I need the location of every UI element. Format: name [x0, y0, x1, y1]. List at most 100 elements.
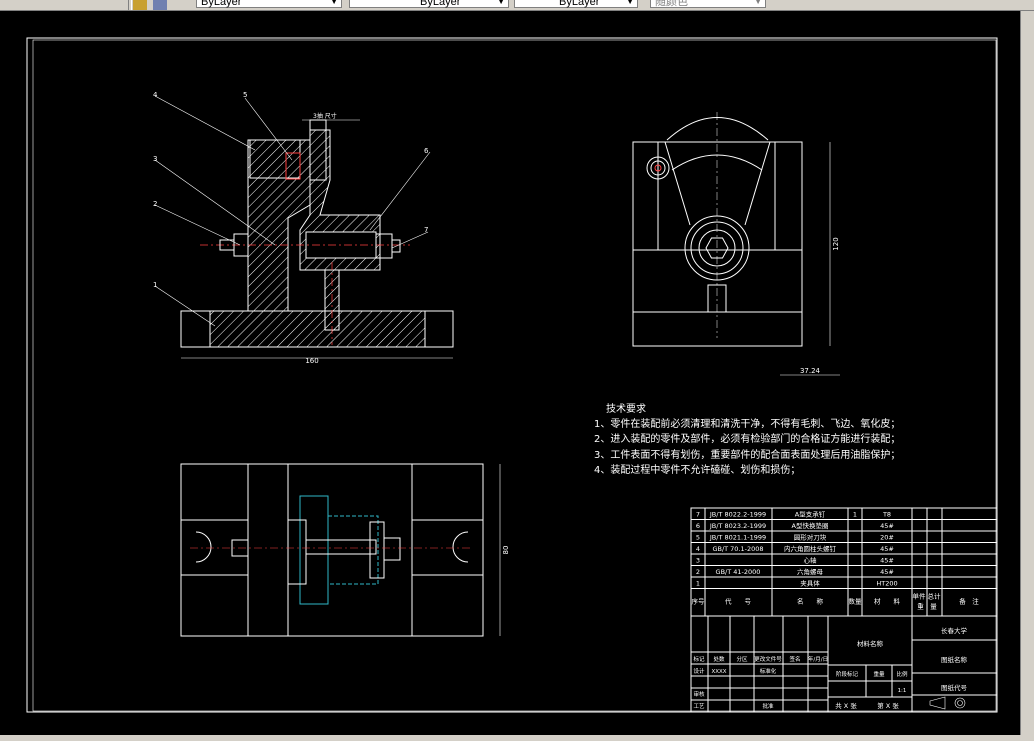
washer-outer — [684, 215, 750, 281]
hex-nut — [705, 237, 729, 259]
bom-header-name: 名 称 — [797, 597, 824, 606]
tech-req-line-3: 3、工件表面不得有划伤，重要部件的配合面表面处理后用油脂保护； — [594, 448, 900, 461]
washer-mid — [690, 221, 744, 275]
side-taper — [664, 141, 771, 226]
leader-7 — [391, 231, 429, 249]
material-label: 材料名称 — [857, 639, 884, 648]
side-arc-outer — [666, 117, 769, 141]
part-label-7: 7 — [424, 226, 428, 234]
bom-row-material: 45# — [880, 522, 894, 530]
leader-2 — [154, 204, 241, 246]
layer-states-icon[interactable] — [133, 0, 147, 10]
tech-req-title: 技术要求 — [606, 402, 646, 415]
u-slot-right — [452, 531, 469, 563]
u-slot-left — [195, 531, 212, 563]
lineweight-value: ByLayer — [559, 0, 600, 8]
bom-header-qty: 数量 — [849, 597, 863, 606]
layers-icon[interactable] — [153, 0, 167, 10]
lineweight-select[interactable]: ByLayer▼ — [514, 0, 638, 8]
mark-label: 标记 — [693, 655, 705, 663]
bom-row-qty: 1 — [853, 511, 857, 519]
bom-row-no: 5 — [696, 534, 700, 542]
annotation-text: 3抽 尺寸 — [313, 112, 337, 120]
washer-inner — [698, 229, 736, 267]
color-select[interactable]: ByLayer ▼ — [196, 0, 342, 8]
chevron-down-icon: ▼ — [754, 0, 762, 6]
bom-row-material: 45# — [880, 545, 894, 553]
tech-req-line-1: 1、零件在装配前必须清理和清洗干净，不得有毛刺、飞边、氧化皮； — [594, 417, 900, 430]
toolbar-separator — [128, 0, 132, 10]
plan-nut — [383, 537, 401, 561]
bom-header-material: 材 料 — [874, 597, 901, 606]
linetype-value: ByLayer — [420, 0, 461, 8]
plan-height-dim-text: 80 — [502, 546, 510, 555]
count-label: 处数 — [713, 655, 725, 663]
bom-row-code: JB/T 8021.1-1999 — [709, 534, 766, 542]
bom-row-name: 夹具体 — [800, 579, 820, 588]
part-label-3: 3 — [153, 155, 157, 163]
plan-nut-left — [231, 539, 249, 557]
chevron-down-icon: ▼ — [497, 0, 505, 6]
cyan-hidden — [327, 515, 379, 585]
standardize-label: 标准化 — [760, 667, 777, 675]
leader-6 — [369, 151, 431, 231]
part-label-1: 1 — [153, 281, 157, 289]
chevron-down-icon: ▼ — [330, 0, 338, 6]
scale-label: 比例 — [896, 670, 908, 678]
leader-4 — [154, 95, 256, 151]
color-value: ByLayer — [201, 0, 242, 8]
front-section-view: 160 4 5 3 2 1 6 7 3抽 尺寸 — [153, 91, 454, 365]
plotstyle-select[interactable]: 随颜色 ▼ — [650, 0, 766, 8]
bom-header-total-weight: 总计 — [928, 592, 942, 601]
height-dim-text: 120 — [832, 237, 840, 250]
tech-req-line-2: 2、进入装配的零件及部件，必须有检验部门的合格证方能进行装配； — [594, 432, 900, 445]
projection-symbol-icon — [929, 696, 966, 710]
bom-header-remark: 备 注 — [959, 597, 979, 606]
bom-row-material: 20# — [880, 534, 894, 542]
side-pin — [707, 284, 727, 313]
drawing-name: 图纸名称 — [941, 655, 968, 664]
bom-header-weight: 重 量 — [917, 603, 937, 611]
plan-outline — [180, 463, 484, 637]
vertical-scrollbar[interactable] — [1020, 11, 1034, 735]
scale-value: 1:1 — [898, 688, 907, 694]
bom-row-name: 六角螺母 — [797, 567, 824, 576]
bom-row-code: JB/T 8023.2-1999 — [709, 522, 766, 530]
plan-bracket — [287, 519, 307, 585]
part-label-6: 6 — [424, 147, 429, 155]
bom-row-name: 心轴 — [804, 556, 818, 565]
change-doc-label: 更改文件号 — [754, 655, 782, 663]
bom-row-material: 45# — [880, 568, 894, 576]
leader-5 — [244, 97, 293, 161]
leader-1 — [154, 285, 216, 327]
sheet-number: 第 X 张 — [877, 701, 899, 710]
weight-label: 重量 — [873, 670, 885, 678]
review-label: 审核 — [693, 690, 705, 698]
bom-row-name: 圆形对刀块 — [794, 533, 827, 542]
signature-label: 签名 — [789, 655, 800, 663]
stage-label: 阶段标记 — [836, 670, 859, 678]
school-name: 长春大学 — [941, 626, 968, 635]
setting-block-inner — [654, 164, 662, 172]
bom-row-no: 6 — [696, 522, 700, 530]
tech-requirements: 技术要求 1、零件在装配前必须清理和清洗干净，不得有毛刺、飞边、氧化皮； 2、进… — [594, 402, 900, 476]
command-line[interactable] — [0, 735, 1034, 741]
plan-mandrel — [305, 539, 377, 555]
approve-label: 批准 — [762, 702, 774, 710]
tech-req-line-4: 4、装配过程中零件不允许磕碰、划伤和损伤； — [594, 463, 800, 476]
toolbar: ByLayer ▼ ByLayer ▼ ByLayer ▼ 随颜色 ▼ — [0, 0, 1034, 11]
plotstyle-value: 随颜色 — [655, 0, 688, 8]
setting-block-mid — [650, 160, 666, 176]
outer-border — [26, 37, 998, 713]
offset-dim-text: 37.24 — [800, 367, 821, 375]
bolt-left — [219, 239, 235, 251]
part-label-5: 5 — [243, 91, 247, 99]
bom-row-material: HT200 — [876, 580, 897, 588]
bom-row-name: A型支承钉 — [795, 510, 826, 519]
bolt-right — [391, 239, 401, 253]
design-code: XXXX — [711, 669, 726, 675]
linetype-select[interactable]: ByLayer ▼ — [349, 0, 509, 8]
drawing-canvas[interactable]: 160 4 5 3 2 1 6 7 3抽 尺寸 — [0, 11, 1020, 735]
part-label-4: 4 — [153, 91, 158, 99]
